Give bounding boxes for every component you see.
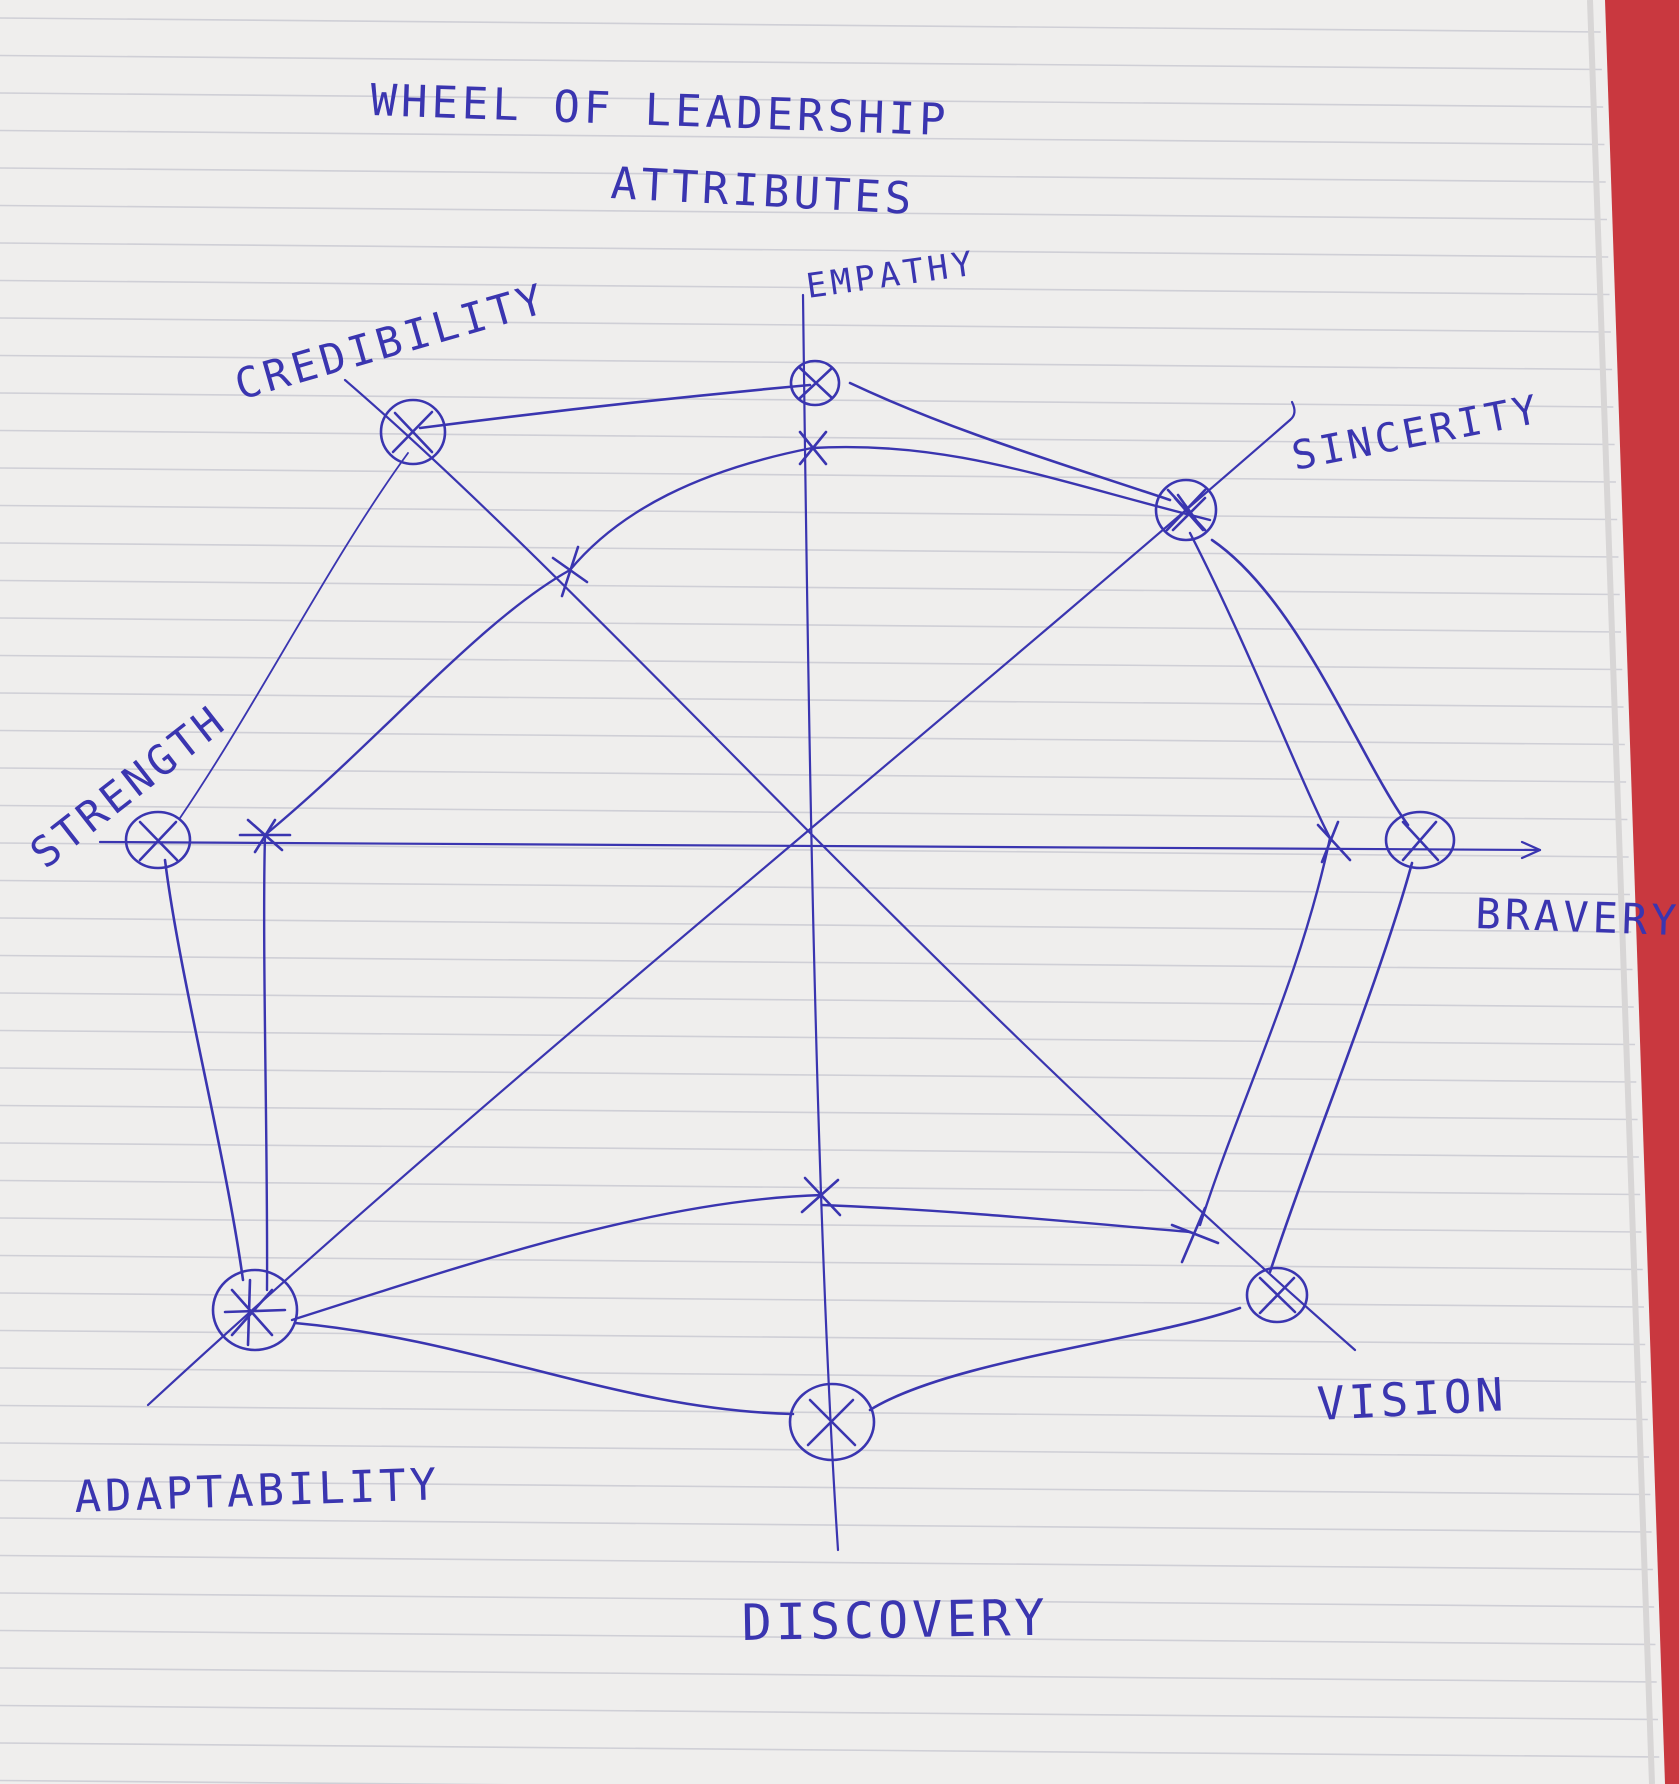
ruled-line [0,842,1629,858]
ruled-line [0,692,1624,708]
inner-marker-discovery [800,1176,842,1217]
edge-adaptability-strength [163,858,245,1282]
inner-ring [262,445,1332,1322]
ruled-line [0,17,1601,33]
inner-edge-discovery-adaptability [290,1193,824,1322]
ruled-line [0,1667,1657,1683]
inner-edge-empathy-sincerity [810,445,1212,522]
inner-edge-empathy-credibility [568,446,814,572]
inner-marker-vision [1170,1206,1220,1264]
edge-bravery-vision [1268,861,1414,1274]
marker-adaptability [211,1268,299,1352]
edge-discovery-adaptability [293,1321,795,1416]
edge-credibility-empathy [418,383,812,430]
inner-edge-adaptability-strength [262,833,269,1292]
ruled-line [0,1554,1653,1571]
ruled-line [0,129,1605,146]
edge-strength-credibility [179,452,409,819]
inner-edge-vision-discovery [820,1203,1192,1234]
ruled-line [0,504,1618,521]
inner-edge-strength-credibility [263,568,572,837]
ruled-line [0,617,1622,633]
ruled-line [0,204,1607,221]
outer-markers [124,359,1456,1462]
ruled-line [0,917,1632,933]
ruled-line [0,542,1619,558]
axis-credibility-vision [343,378,1357,1352]
ruled-line [0,54,1602,71]
ruled-line [0,654,1623,671]
ruled-line [0,767,1627,783]
marker-vision [1245,1266,1309,1324]
ruled-line [0,804,1628,821]
ruled-lines [0,17,1660,1784]
ruled-line [0,729,1625,746]
label-discovery: DISCOVERY [741,1589,1049,1652]
page-edge-shadow [1587,0,1655,1784]
axis-arrowhead [1520,840,1542,860]
ruled-line [0,92,1604,108]
inner-edge-sincerity-bravery [1188,531,1332,840]
ruled-line [0,1742,1660,1758]
ruled-line [0,167,1606,183]
ruled-line [0,1517,1652,1533]
ruled-line [0,317,1611,333]
inner-marker-sincerity [1171,496,1207,532]
edge-vision-discovery [868,1306,1242,1412]
edge-sincerity-bravery [1210,538,1410,827]
inner-edge-bravery-vision [1198,836,1332,1227]
ruled-line [0,579,1620,596]
axis-adaptability-sincerity [146,418,1292,1407]
marker-discovery [788,1382,876,1462]
ruled-line [0,954,1633,971]
ruled-line [0,1629,1656,1646]
ruled-line [0,1442,1650,1458]
ruled-line [0,1254,1643,1271]
inner-marker-empathy [798,430,828,466]
ruled-line [0,392,1614,408]
marker-empathy [789,359,841,407]
ruled-line [0,242,1609,258]
marker-credibility [379,398,447,466]
inner-marker-bravery [1316,820,1352,864]
ruled-line [0,1029,1636,1046]
ruled-line [0,467,1616,483]
ruled-line [0,279,1610,296]
label-bravery: BRAVERY [1475,889,1679,945]
marker-bravery [1384,810,1456,870]
ruled-line [0,1779,511,1784]
ruled-line [0,879,1630,896]
ruled-line [0,1217,1642,1233]
inner-marker-credibility [551,545,589,598]
ruled-line [0,992,1634,1008]
ruled-line [0,1329,1646,1346]
inner-markers [238,430,1352,1264]
ruled-line [0,1292,1644,1308]
ruled-line [0,1704,1658,1721]
label-vision: VISION [1316,1367,1509,1431]
outer-ring [163,381,1414,1416]
inner-marker-strength [238,818,292,854]
ruled-line [0,1592,1655,1608]
ruled-line [0,429,1615,446]
edge-empathy-sincerity [848,381,1172,502]
ruled-line [0,1479,1651,1496]
ruled-line [0,1367,1647,1383]
marker-strength [124,810,192,870]
axis-tip-sincerity [1288,400,1296,422]
